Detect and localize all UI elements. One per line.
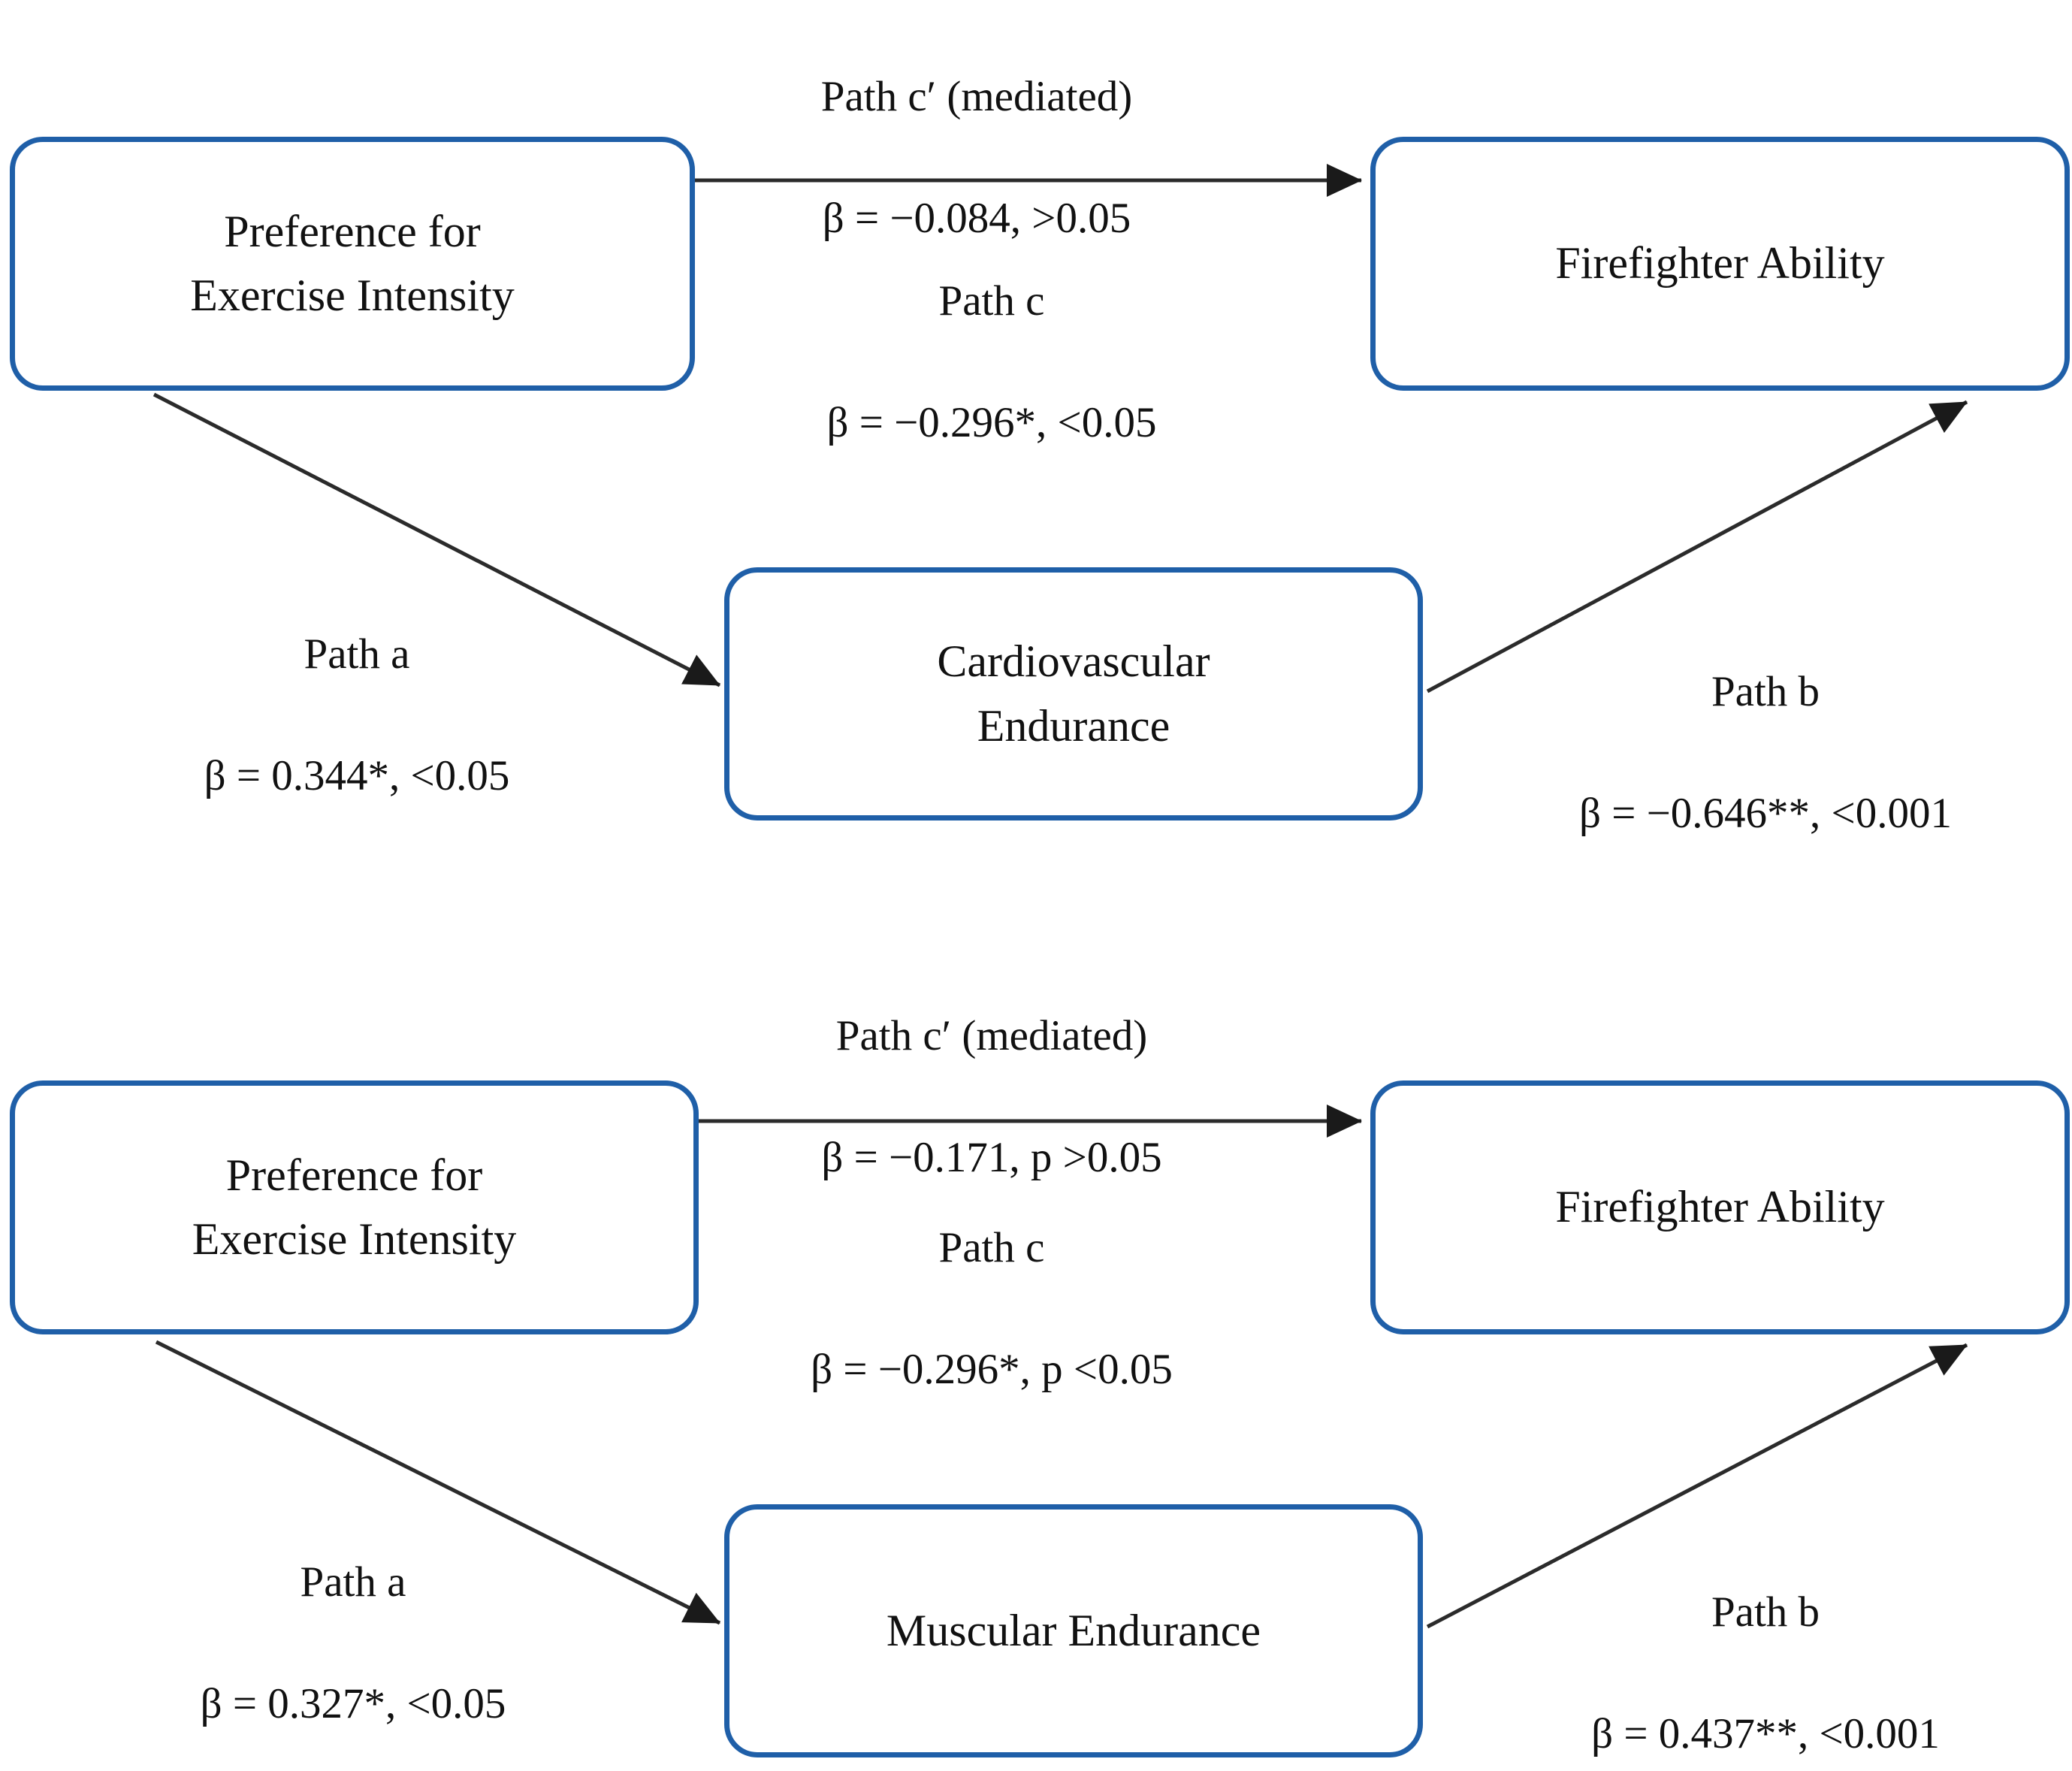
label-bottom-path-a: Path a β = 0.327*, <0.05 [128, 1491, 578, 1771]
label-bottom-path-c-prime-name: Path c′ (mediated) [835, 1011, 1148, 1059]
label-bottom-path-b-stat: β = 0.437**, <0.001 [1591, 1709, 1940, 1757]
label-top-path-b-name: Path b [1711, 667, 1820, 715]
label-bottom-path-a-stat: β = 0.327*, <0.05 [200, 1679, 506, 1727]
label-bottom-path-c-prime-stat: β = −0.171, p >0.05 [821, 1133, 1162, 1181]
label-top-path-b: Path b β = −0.646**, <0.001 [1510, 601, 2021, 905]
label-top-path-c-stat: β = −0.296*, <0.05 [826, 398, 1157, 446]
node-top-outcome[interactable]: Firefighter Ability [1370, 137, 2070, 391]
label-bottom-path-a-name: Path a [300, 1558, 406, 1606]
label-bottom-path-c-stat: β = −0.296*, p <0.05 [811, 1345, 1173, 1393]
node-top-mediator[interactable]: Cardiovascular Endurance [724, 567, 1423, 821]
node-top-predictor-label: Preference for Exercise Intensity [190, 206, 515, 320]
label-bottom-path-b: Path b β = 0.437**, <0.001 [1510, 1522, 2021, 1771]
label-top-path-c-prime-stat: β = −0.084, >0.05 [822, 194, 1131, 242]
label-top-path-a: Path a β = 0.344*, <0.05 [131, 564, 582, 868]
label-top-path-c-prime: Path c′ (mediated) β = −0.084, >0.05 [661, 6, 1292, 310]
node-bottom-predictor[interactable]: Preference for Exercise Intensity [10, 1080, 699, 1334]
label-bottom-path-b-name: Path b [1711, 1588, 1820, 1636]
node-top-outcome-label: Firefighter Ability [1555, 238, 1885, 289]
label-top-path-c: Path c β = −0.296*, <0.05 [676, 210, 1307, 515]
node-bottom-outcome-label: Firefighter Ability [1555, 1182, 1885, 1232]
label-bottom-path-c-prime: Path c′ (mediated) β = −0.171, p >0.05 [676, 945, 1307, 1250]
node-bottom-mediator[interactable]: Muscular Endurance [724, 1504, 1423, 1757]
node-bottom-outcome[interactable]: Firefighter Ability [1370, 1080, 2070, 1334]
label-bottom-path-c-name: Path c [938, 1223, 1045, 1271]
label-top-path-a-name: Path a [304, 630, 410, 678]
label-top-path-c-name: Path c [938, 277, 1045, 325]
node-bottom-mediator-label: Muscular Endurance [886, 1605, 1261, 1655]
label-bottom-path-c: Path c β = −0.296*, p <0.05 [676, 1157, 1307, 1461]
label-top-path-a-stat: β = 0.344*, <0.05 [204, 751, 510, 799]
node-bottom-predictor-label: Preference for Exercise Intensity [192, 1150, 517, 1264]
label-top-path-c-prime-name: Path c′ (mediated) [820, 72, 1133, 120]
node-top-mediator-label: Cardiovascular Endurance [937, 636, 1210, 751]
label-top-path-b-stat: β = −0.646**, <0.001 [1579, 789, 1952, 837]
node-top-predictor[interactable]: Preference for Exercise Intensity [10, 137, 695, 391]
